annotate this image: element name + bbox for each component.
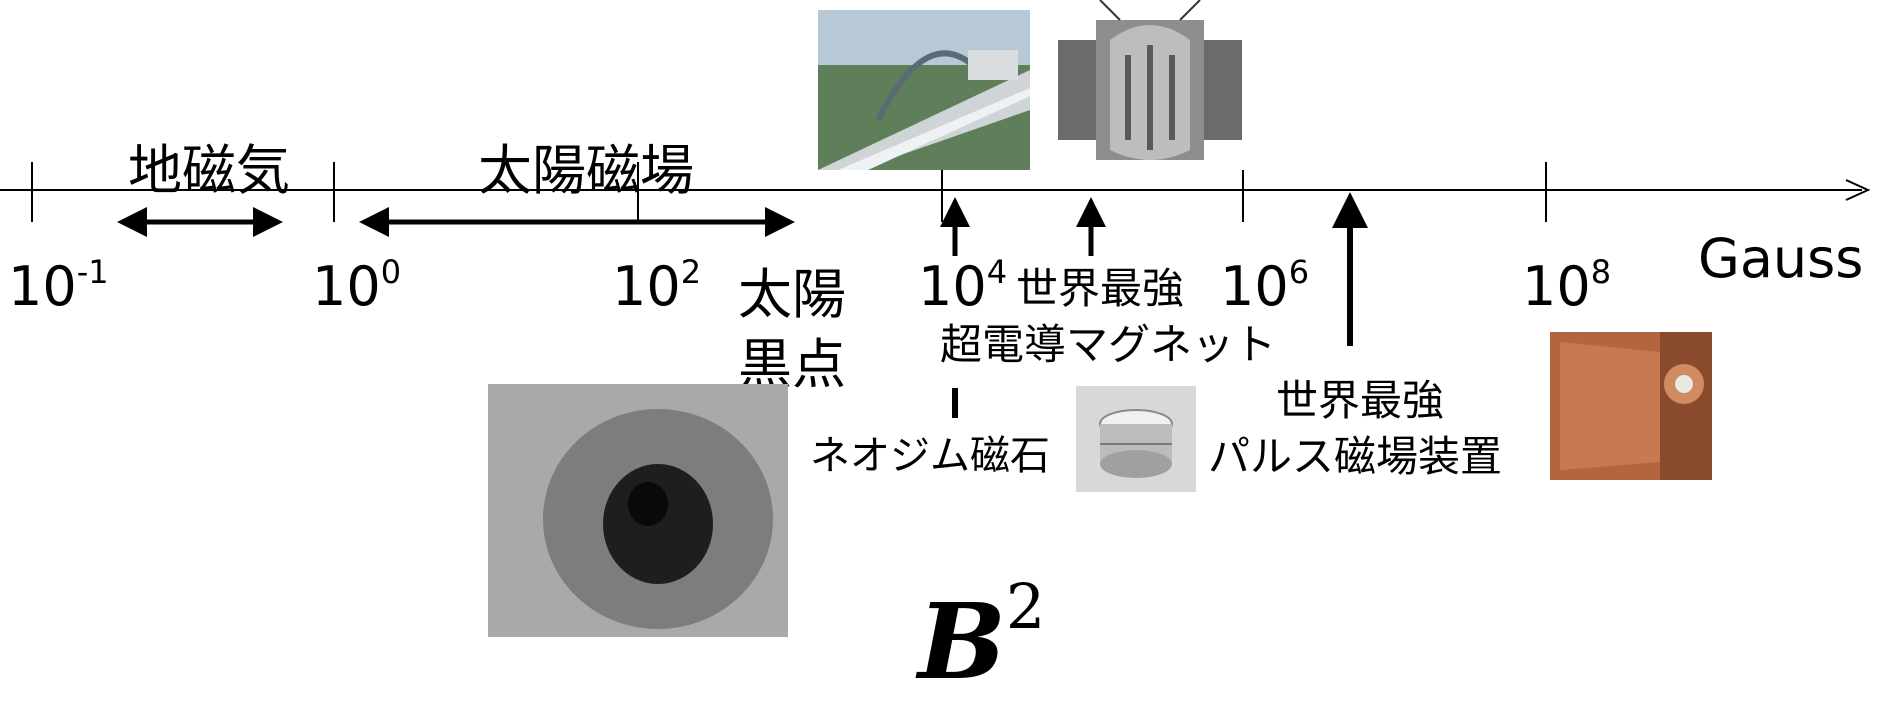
axis-graphics [0,162,1871,418]
formula-b-squared: B2 [918,570,1046,703]
superconducting-magnet-photo [1040,0,1260,170]
tick-label: 100 [312,253,402,318]
sunspot-label-line1: 太陽 [738,263,846,326]
pulse-magnet-coil-photo [1550,332,1712,480]
tick-label: 10-1 [8,253,109,318]
axis-arrowhead-icon [1845,179,1871,201]
strongest-sc-label: 世界最強 [1016,264,1185,313]
axis-unit-label: Gauss [1698,227,1864,290]
tick-label: 108 [1522,253,1612,318]
neodymium-magnet-photo [1076,386,1196,492]
neodymium-label: ネオジム磁石 [810,433,1050,479]
solar-field-label: 太陽磁場 [478,139,694,202]
tick-label: 104 [918,253,1008,318]
strongest-pulse-label-line1: 世界最強 [1276,376,1445,425]
superconducting-magnet-label: 超電導マグネット [940,320,1277,369]
tick-label: 102 [612,253,702,318]
maglev-train-photo [818,10,1030,170]
tick-label: 106 [1220,253,1310,318]
sunspot-label-line2: 黒点 [738,333,846,396]
strongest-pulse-label-line2: パルス磁場装置 [1208,432,1503,481]
sunspot-photo [488,384,788,637]
geomagnetic-label: 地磁気 [128,139,290,202]
